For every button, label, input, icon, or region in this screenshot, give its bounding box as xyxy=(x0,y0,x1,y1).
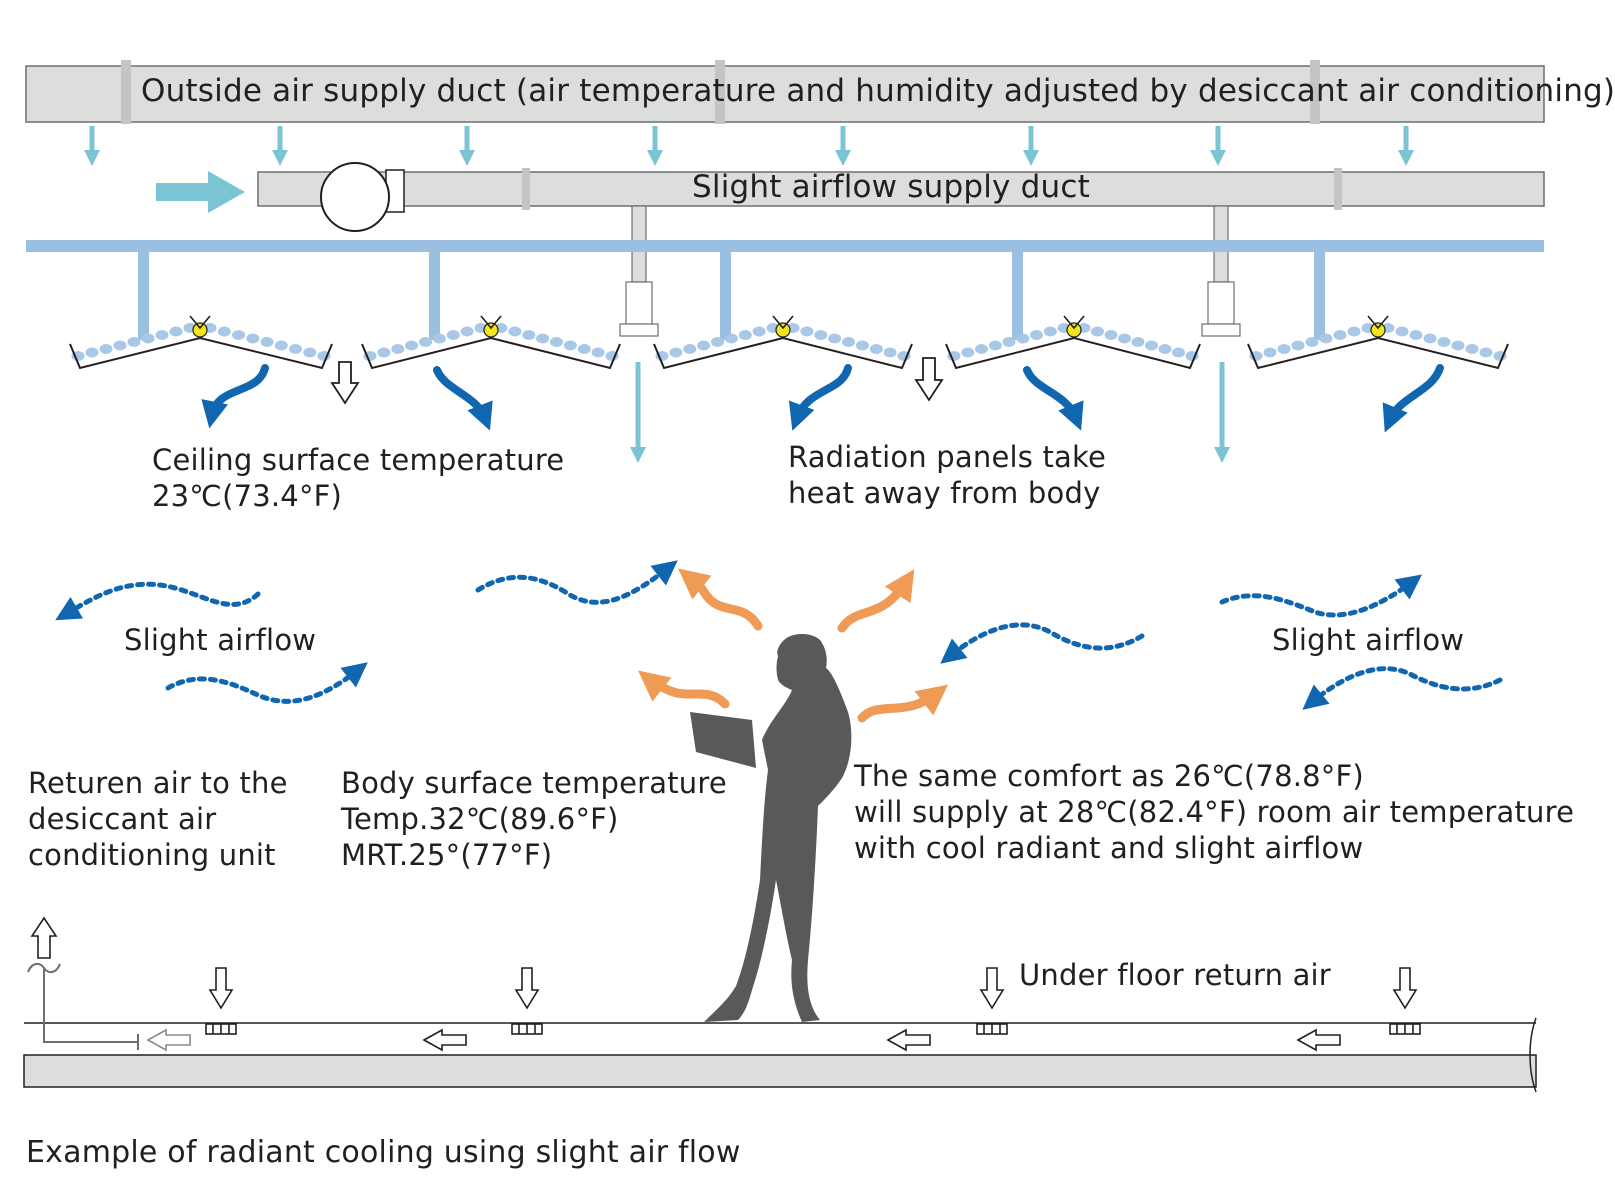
slight-airflow-label-left: Slight airflow xyxy=(124,623,317,657)
ceiling-temperature-label: Ceiling surface temperature 23℃(73.4°F) xyxy=(152,443,564,515)
floor-return-grilles xyxy=(205,967,1421,1035)
ceiling-temperature-line2: 23℃(73.4°F) xyxy=(152,478,343,513)
radiation-panel xyxy=(69,315,333,370)
slight-airflow-duct-label: Slight airflow supply duct xyxy=(692,169,1090,205)
ceiling-temperature-line1: Ceiling surface temperature xyxy=(152,443,565,477)
comfort-line1: The same comfort as 26℃(78.8°F) xyxy=(854,759,1364,793)
body-temperature-label: Body surface temperature Temp.32℃(89.6°F… xyxy=(341,766,727,874)
return-up-arrow xyxy=(30,916,58,959)
intake-arrow xyxy=(156,171,245,213)
valve-icon xyxy=(483,322,499,338)
slight-airflow-supply-duct xyxy=(257,168,1545,210)
comfort-line3: with cool radiant and slight airflow xyxy=(854,830,1364,865)
return-air-line2: desiccant air xyxy=(28,801,217,836)
outside-air-supply-duct xyxy=(25,60,1545,124)
return-air-label: Returen air to the desiccant air conditi… xyxy=(28,766,288,874)
cool-radiation-arrows xyxy=(201,364,1444,433)
radiation-panels xyxy=(69,315,1509,370)
radiation-panel xyxy=(361,315,621,370)
valve-icon xyxy=(1370,322,1386,338)
radiation-panel xyxy=(1247,315,1509,370)
diagram-caption: Example of radiant cooling using slight … xyxy=(26,1135,741,1170)
valve-icon xyxy=(192,322,208,338)
slight-airflow-label-right: Slight airflow xyxy=(1272,623,1465,657)
valve-icon xyxy=(1066,322,1082,338)
radiation-line2: heat away from body xyxy=(788,475,1101,510)
plenum-flow-arrows xyxy=(146,1028,1341,1052)
return-air-line3: conditioning unit xyxy=(28,837,276,872)
body-temperature-line2: Temp.32℃(89.6°F) xyxy=(341,801,619,836)
slight-airflow-dotted-arrows xyxy=(55,560,1503,710)
radiation-line1: Radiation panels take xyxy=(788,440,1107,474)
diffuser-left xyxy=(619,205,659,337)
radiation-panels-label: Radiation panels take heat away from bod… xyxy=(788,440,1106,512)
diffuser-down-arrows xyxy=(629,362,1231,464)
comfort-line2: will supply at 28℃(82.4°F) room air temp… xyxy=(854,794,1575,829)
person-silhouette xyxy=(690,634,852,1022)
outside-air-down-arrows xyxy=(83,126,1415,167)
comfort-label: The same comfort as 26℃(78.8°F) will sup… xyxy=(854,759,1574,867)
body-heat-arrows xyxy=(638,568,949,723)
valve-icon xyxy=(775,322,791,338)
return-air-line1: Returen air to the xyxy=(28,766,288,800)
floor-plenum xyxy=(23,1017,1537,1093)
diffuser-right xyxy=(1201,205,1241,337)
radiant-cooling-diagram xyxy=(23,60,1545,1093)
radiation-panel xyxy=(653,315,913,370)
underfloor-return-label: Under floor return air xyxy=(1019,958,1331,992)
chilled-water-pipe xyxy=(26,240,1544,340)
outside-air-duct-label: Outside air supply duct (air temperature… xyxy=(141,73,1615,109)
return-air-pipe xyxy=(27,962,139,1050)
radiation-panel xyxy=(945,315,1201,370)
fan-icon xyxy=(320,162,405,232)
body-temperature-line1: Body surface temperature xyxy=(341,766,727,800)
ceiling-hollow-arrows xyxy=(330,357,944,405)
body-temperature-line3: MRT.25°(77°F) xyxy=(341,837,553,872)
